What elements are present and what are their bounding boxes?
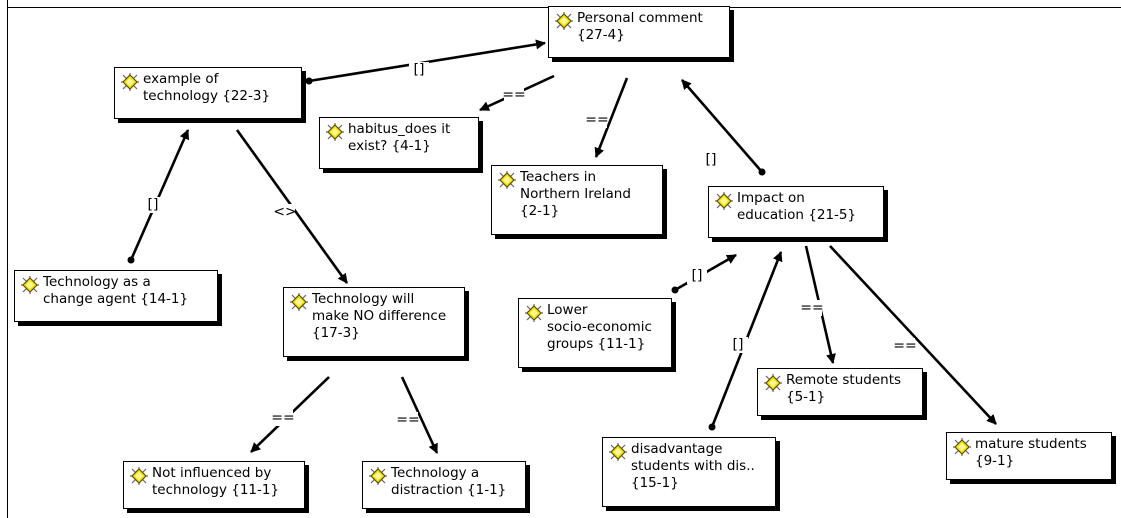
- relation-label-bg: [504, 87, 524, 103]
- relation-label-bg: [587, 112, 607, 128]
- relation-label-bg: [701, 152, 721, 168]
- code-node-label: Lower socio-economic groups {11-1}: [547, 302, 652, 352]
- relation-label-bg: [409, 62, 429, 78]
- relation-label: []: [148, 197, 159, 213]
- code-node-label: example of technology {22-3}: [143, 71, 271, 104]
- relation-label: ==: [893, 338, 916, 354]
- code-node-label: Personal comment {27-4}: [577, 10, 703, 43]
- code-node-teachers[interactable]: Teachers in Northern Ireland {2-1}: [491, 165, 663, 235]
- code-node-personal[interactable]: Personal comment {27-4}: [548, 6, 730, 58]
- code-icon: [289, 292, 309, 312]
- code-node-habitus[interactable]: habitus_does it exist? {4-1}: [319, 117, 479, 169]
- relation-label: ==: [271, 410, 294, 426]
- code-icon: [497, 170, 517, 190]
- relation-label-bg: [143, 197, 163, 213]
- code-node-nodiff[interactable]: Technology will make NO difference {17-3…: [283, 287, 465, 357]
- relation-label-bg: [728, 337, 748, 353]
- code-icon: [608, 442, 628, 462]
- code-node-impact[interactable]: Impact on education {21-5}: [708, 186, 884, 238]
- code-node-disadv[interactable]: disadvantage students with dis.. {15-1}: [602, 437, 776, 507]
- code-node-label: Technology a distraction {1-1}: [391, 465, 507, 498]
- code-icon: [714, 191, 734, 211]
- code-icon: [763, 373, 783, 393]
- relation-line-nodiff-distract[interactable]: [400, 376, 439, 454]
- relation-start-dot: [127, 256, 135, 264]
- code-icon: [554, 11, 574, 31]
- relation-start-dot: [671, 286, 679, 294]
- code-icon: [20, 275, 40, 295]
- relation-label: []: [414, 62, 425, 78]
- relation-line-impact-personal[interactable]: [681, 79, 763, 173]
- code-node-label: mature students {9-1}: [975, 436, 1087, 469]
- code-node-notinf[interactable]: Not influenced by technology {11-1}: [123, 461, 305, 509]
- code-node-label: Technology will make NO difference {17-3…: [312, 291, 447, 341]
- relation-label-bg: [398, 412, 418, 428]
- code-node-label: Teachers in Northern Ireland {2-1}: [520, 169, 631, 219]
- code-node-change[interactable]: Technology as a change agent {14-1}: [14, 270, 218, 322]
- code-node-label: Not influenced by technology {11-1}: [152, 465, 280, 498]
- relation-label: []: [733, 337, 744, 353]
- relation-label: ==: [502, 87, 525, 103]
- relation-start-dot: [758, 168, 766, 176]
- code-icon: [952, 437, 972, 457]
- code-node-remote[interactable]: Remote students {5-1}: [757, 368, 923, 416]
- code-node-label: habitus_does it exist? {4-1}: [348, 121, 451, 154]
- relation-label: <>: [273, 204, 296, 220]
- code-node-mature[interactable]: mature students {9-1}: [946, 432, 1112, 480]
- relation-label: ==: [800, 300, 823, 316]
- relation-line-impact-mature[interactable]: [829, 245, 997, 425]
- relation-label-bg: [273, 410, 293, 426]
- relation-label-bg: [687, 268, 707, 284]
- code-node-label: Impact on education {21-5}: [737, 190, 857, 223]
- relation-line-change-example[interactable]: [129, 129, 190, 261]
- code-node-example[interactable]: example of technology {22-3}: [114, 67, 302, 119]
- code-icon: [129, 466, 149, 486]
- code-node-label: Technology as a change agent {14-1}: [43, 274, 189, 307]
- relation-label: ==: [396, 412, 419, 428]
- relation-label-bg: [895, 338, 915, 354]
- relation-label-bg: [802, 300, 822, 316]
- relation-label-bg: [275, 204, 295, 220]
- relation-start-dot: [305, 77, 313, 85]
- relation-line-personal-teachers[interactable]: [594, 77, 629, 158]
- code-icon: [325, 122, 345, 142]
- canvas-frame-left: [7, 0, 8, 518]
- code-icon: [368, 466, 388, 486]
- relation-label: []: [706, 152, 717, 168]
- code-icon: [120, 72, 140, 92]
- relation-start-dot: [708, 423, 716, 431]
- relation-label: ==: [585, 112, 608, 128]
- code-node-label: Remote students {5-1}: [786, 372, 902, 405]
- code-icon: [524, 303, 544, 323]
- relation-label: []: [692, 268, 703, 284]
- code-node-label: disadvantage students with dis.. {15-1}: [631, 441, 755, 491]
- code-node-lower[interactable]: Lower socio-economic groups {11-1}: [518, 298, 672, 368]
- code-node-distract[interactable]: Technology a distraction {1-1}: [362, 461, 526, 509]
